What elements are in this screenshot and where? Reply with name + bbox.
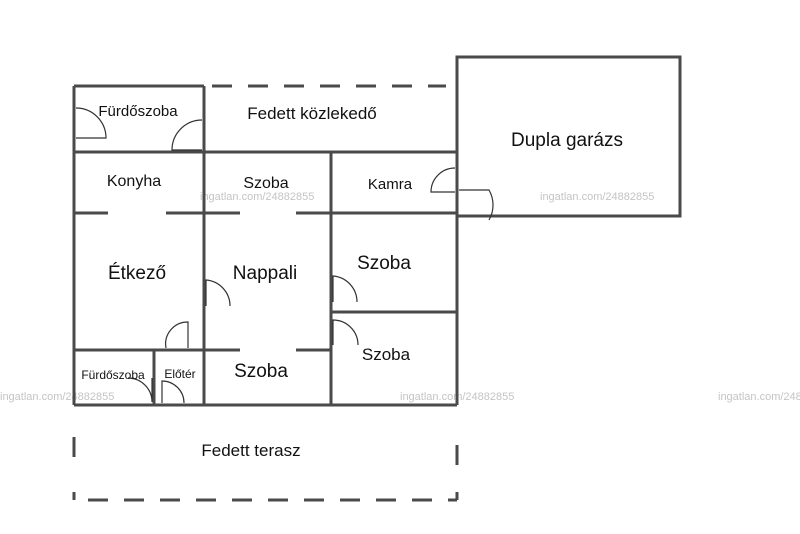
watermark: ingatlan.com/24882855 (200, 191, 314, 203)
room-label-szoba: Szoba (357, 253, 411, 274)
room-label-fedett-kozlekedo: Fedett közlekedő (247, 104, 376, 123)
door-swing (459, 189, 494, 221)
room-label-szoba: Szoba (362, 345, 411, 364)
room-label-fedett-terasz: Fedett terasz (201, 441, 300, 460)
room-label-nappali: Nappali (233, 263, 297, 284)
room-label-furdoszoba: Fürdőszoba (98, 103, 178, 120)
door-swing (165, 321, 189, 349)
watermark: ingatlan.com/24882855 (0, 391, 114, 403)
room-label-konyha: Konyha (107, 173, 161, 190)
room-label-dupla-garazs: Dupla garázs (511, 130, 623, 151)
watermark: ingatlan.com/24882855 (540, 191, 654, 203)
door-swing (332, 275, 358, 303)
room-label-kamra: Kamra (368, 176, 413, 193)
door-swing (75, 107, 107, 139)
room-label-etkezo: Étkező (108, 263, 166, 284)
room-label-eloter: Előtér (164, 367, 195, 381)
door-swing (161, 380, 185, 404)
room-label-szoba: Szoba (243, 175, 288, 192)
walls (72, 55, 682, 502)
door-swing (171, 119, 203, 151)
door-swing (332, 319, 359, 346)
room-label-szoba: Szoba (234, 361, 288, 382)
doors (75, 107, 494, 404)
watermark: ingatlan.com/24882855 (718, 391, 800, 403)
door-swing (127, 377, 153, 403)
door-swing (430, 167, 456, 193)
room-label-furdoszoba: Fürdőszoba (81, 368, 145, 382)
door-swing (205, 279, 231, 307)
